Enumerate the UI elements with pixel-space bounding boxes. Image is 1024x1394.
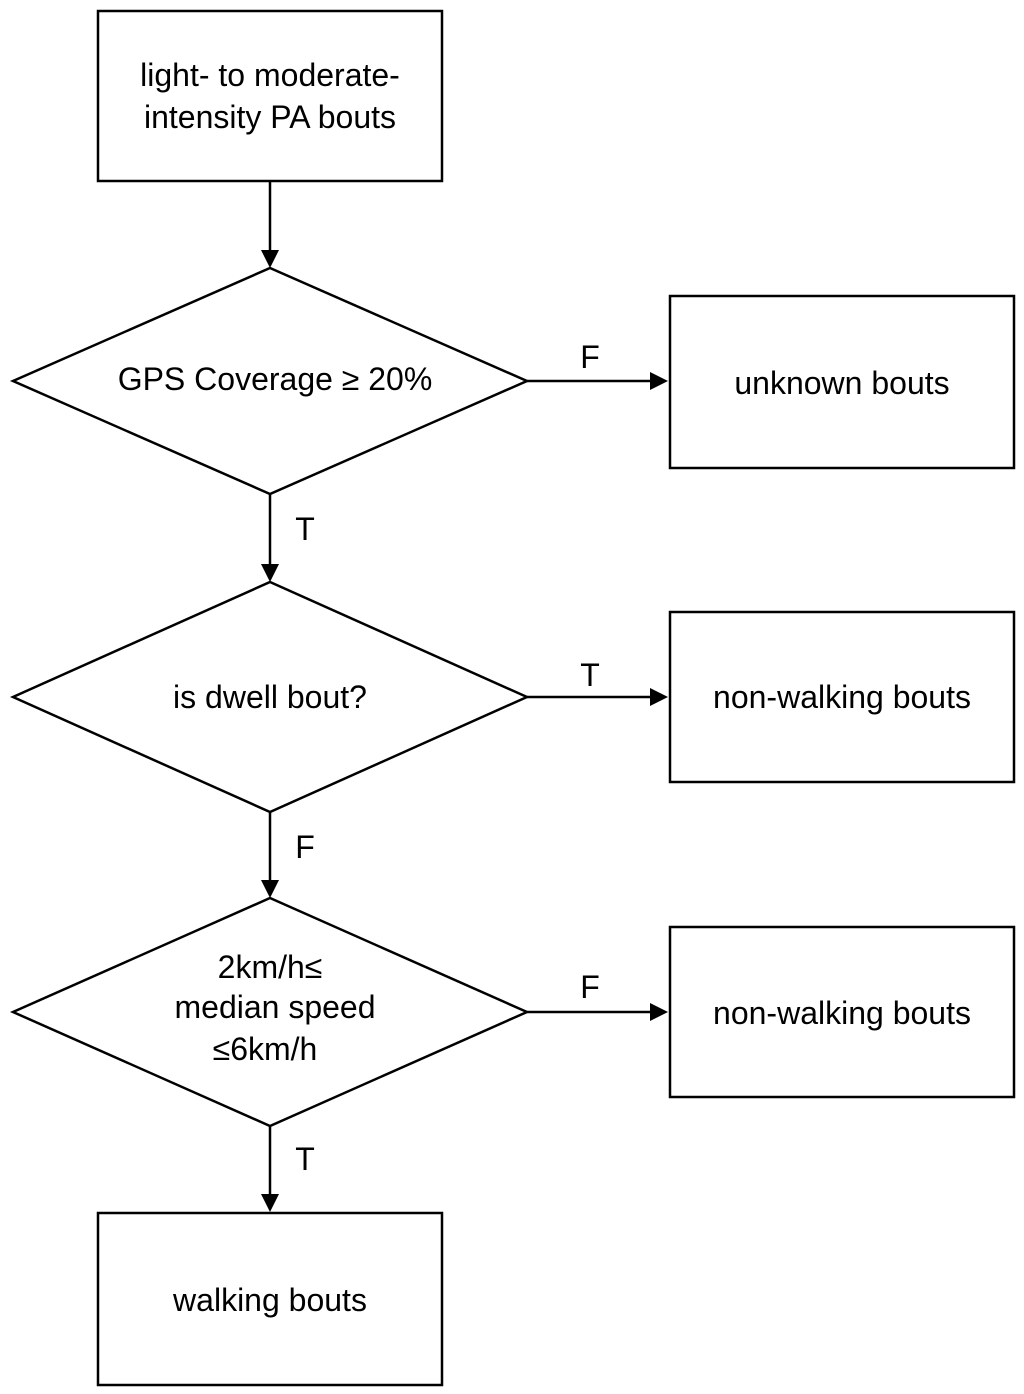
start-box-line-1: light- to moderate-	[140, 57, 400, 93]
unknown-bouts-label: unknown bouts	[734, 365, 949, 401]
arrow-dwell-false: F	[261, 812, 315, 898]
median-speed-line-3: ≤6km/h	[213, 1031, 318, 1067]
dwell-bout-decision: is dwell bout?	[9, 580, 531, 814]
median-speed-line-2: median speed	[174, 989, 375, 1025]
arrow-dwell-true: T	[527, 657, 668, 706]
speed-true-label: T	[295, 1141, 315, 1177]
walking-bouts-label: walking bouts	[172, 1282, 367, 1318]
arrow-speed-false: F	[527, 969, 668, 1021]
non-walking-bouts-box-2: non-walking bouts	[668, 925, 1016, 1099]
speed-false-label: F	[580, 969, 600, 1005]
arrow-start-to-gps	[261, 181, 279, 268]
non-walking-bouts-label-2: non-walking bouts	[713, 995, 971, 1031]
median-speed-line-1: 2km/h≤	[218, 949, 323, 985]
non-walking-bouts-box-1: non-walking bouts	[668, 610, 1016, 784]
gps-false-label: F	[580, 339, 600, 375]
dwell-true-label: T	[580, 657, 600, 693]
arrow-gps-true: T	[261, 494, 315, 582]
gps-coverage-decision: GPS Coverage ≥ 20%	[9, 266, 531, 496]
start-box-line-2: intensity PA bouts	[144, 99, 396, 135]
unknown-bouts-box: unknown bouts	[668, 294, 1016, 470]
gps-true-label: T	[295, 511, 315, 547]
non-walking-bouts-label-1: non-walking bouts	[713, 679, 971, 715]
arrow-speed-true: T	[261, 1126, 315, 1212]
walking-bouts-box: walking bouts	[96, 1211, 444, 1387]
arrow-gps-false: F	[527, 339, 668, 390]
median-speed-decision: 2km/h≤ median speed ≤6km/h	[9, 896, 531, 1128]
start-box: light- to moderate- intensity PA bouts	[96, 9, 444, 183]
gps-coverage-label: GPS Coverage ≥ 20%	[118, 361, 433, 397]
dwell-bout-label: is dwell bout?	[173, 679, 367, 715]
dwell-false-label: F	[295, 829, 315, 865]
